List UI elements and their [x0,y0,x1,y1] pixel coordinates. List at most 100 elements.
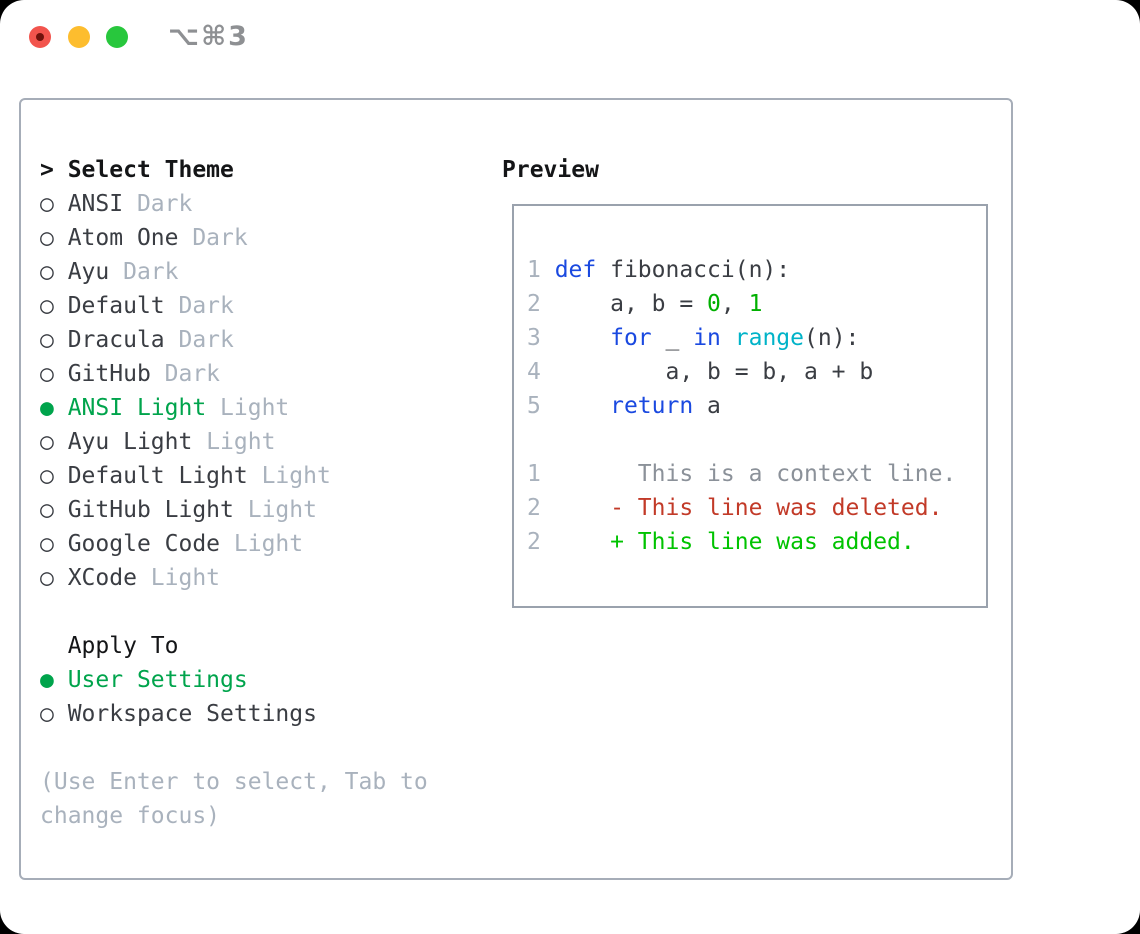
line-number: 5 [527,393,555,419]
theme-variant: Light [261,463,331,489]
window-title: ⌥⌘3 [168,21,249,52]
theme-variant: Dark [178,327,234,353]
radio-icon: ○ [40,259,68,285]
theme-name: Default [67,293,179,319]
theme-variant: Dark [192,225,248,251]
theme-option-github-light[interactable]: ○ GitHub Light Light [40,493,428,527]
code-line-5: 5 return a [527,389,956,423]
theme-list-header-label: Select Theme [67,157,234,183]
code-token-plain: a, b = [554,291,708,317]
theme-selector-panel: > Select Theme○ ANSI Dark○ Atom One Dark… [19,98,1013,880]
code-line-4: 4 a, b = b, a + b [527,355,956,389]
apply-option-user-settings[interactable]: ● User Settings [40,663,428,697]
radio-icon: ○ [40,327,68,353]
line-number: 3 [527,325,555,351]
radio-icon: ○ [40,531,68,557]
radio-icon: ○ [40,361,68,387]
close-dot-icon [36,33,44,41]
theme-name: Dracula [67,327,179,353]
line-number: 1 [527,257,555,283]
apply-option-label: User Settings [67,667,248,693]
code-token-kw: for [610,325,652,351]
code-line-7: 1 This is a context line. [527,457,956,491]
theme-variant: Light [206,429,276,455]
code-token-plain: a, b = b, a + b [554,359,874,385]
theme-name: Google Code [67,531,234,557]
radio-icon: ○ [40,463,68,489]
code-token-ctx: This is a context line. [554,461,957,487]
theme-option-ansi[interactable]: ○ ANSI Dark [40,187,428,221]
theme-option-dracula[interactable]: ○ Dracula Dark [40,323,428,357]
theme-option-default[interactable]: ○ Default Dark [40,289,428,323]
code-token-plain: a [693,393,721,419]
radio-icon: ○ [40,701,68,727]
help-text-line-2: change focus) [40,799,428,833]
theme-list: > Select Theme○ ANSI Dark○ Atom One Dark… [40,153,428,833]
title-bar: ⌥⌘3 [0,0,1140,74]
zoom-button[interactable] [106,26,128,48]
code-token-num: 0 [707,291,721,317]
theme-option-xcode[interactable]: ○ XCode Light [40,561,428,595]
line-number: 4 [527,359,555,385]
theme-variant: Dark [136,191,193,217]
code-line-1: 1 def fibonacci(n): [527,253,956,287]
theme-option-atom-one[interactable]: ○ Atom One Dark [40,221,428,255]
apply-option-workspace-settings[interactable]: ○ Workspace Settings [40,697,428,731]
code-token-add: + This line was added. [554,529,915,555]
theme-variant: Light [247,497,317,523]
code-line-8: 2 - This line was deleted. [527,491,956,525]
theme-variant: Dark [178,293,234,319]
theme-list-header: > Select Theme [40,153,428,187]
code-token-plain: , [720,291,749,317]
theme-name: Ayu [67,259,124,285]
radio-icon: ○ [40,429,68,455]
theme-name: Default Light [67,463,262,489]
line-number: 2 [527,529,555,555]
radio-icon: ○ [40,225,68,251]
code-token-plain: fibonacci(n): [596,257,791,283]
radio-icon: ○ [40,191,68,217]
theme-name: ANSI [67,191,137,217]
spacer [40,595,428,629]
code-line-9: 2 + This line was added. [527,525,956,559]
selection-arrow-icon: > [40,157,68,183]
close-button[interactable] [29,26,51,48]
theme-option-github[interactable]: ○ GitHub Dark [40,357,428,391]
theme-option-default-light[interactable]: ○ Default Light Light [40,459,428,493]
apply-to-header: Apply To [40,629,428,663]
code-token-del: - This line was deleted. [554,495,943,521]
spacer [40,731,428,765]
code-token-fn: range [734,325,804,351]
code-line-2: 2 a, b = 0, 1 [527,287,956,321]
theme-option-ayu-light[interactable]: ○ Ayu Light Light [40,425,428,459]
help-text-line-1: (Use Enter to select, Tab to [40,765,428,799]
radio-icon: ○ [40,497,68,523]
theme-variant: Dark [123,259,179,285]
apply-to-label: Apply To [40,633,179,659]
code-token-plain [555,393,610,419]
code-token-num: 1 [748,291,763,317]
line-number: 1 [527,461,555,487]
code-token-kw: return [610,393,694,419]
help-text: (Use Enter to select, Tab to [40,769,428,795]
theme-option-ansi-light[interactable]: ● ANSI Light Light [40,391,428,425]
theme-variant: Light [220,395,290,421]
theme-name: ANSI Light [67,395,221,421]
theme-name: XCode [67,565,151,591]
radio-icon: ○ [40,565,68,591]
radio-selected-icon: ● [40,667,68,693]
theme-name: GitHub [67,361,165,387]
code-token-kw: def [554,257,597,283]
theme-variant: Light [150,565,221,591]
theme-name: Ayu Light [67,429,207,455]
theme-variant: Light [233,531,304,557]
theme-option-google-code[interactable]: ○ Google Code Light [40,527,428,561]
radio-icon: ○ [40,293,68,319]
theme-name: Atom One [67,225,193,251]
theme-option-ayu[interactable]: ○ Ayu Dark [40,255,428,289]
apply-option-label: Workspace Settings [67,701,317,727]
minimize-button[interactable] [68,26,90,48]
